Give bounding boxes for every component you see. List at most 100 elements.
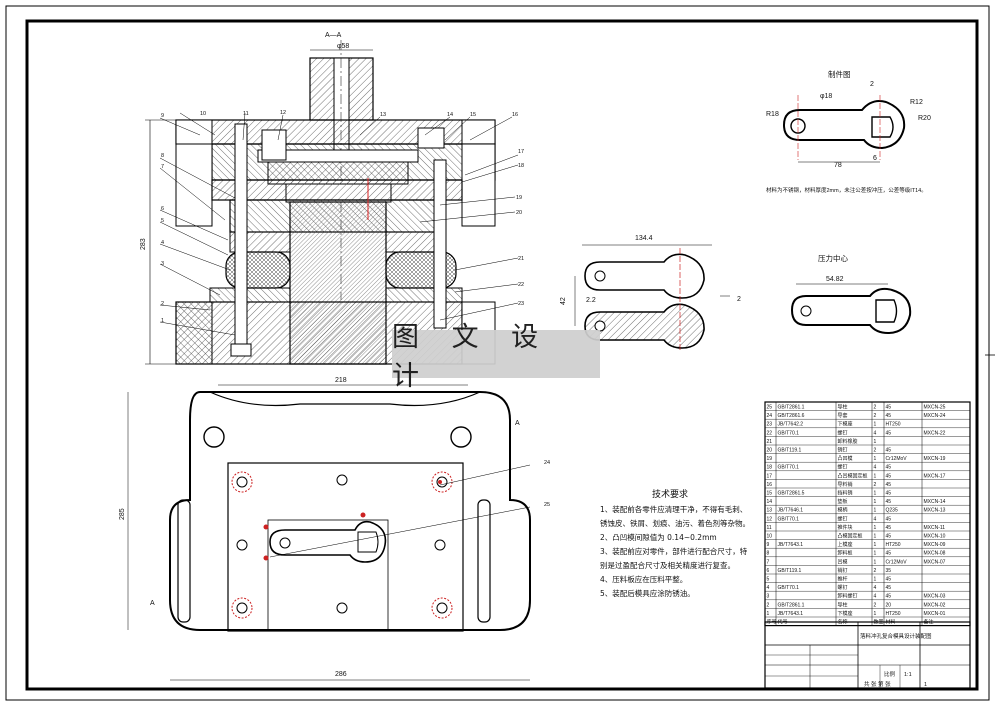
bom-cell: 23: [767, 422, 773, 428]
bom-cell: Cr12MoV: [886, 456, 908, 462]
bom-cell: 25: [767, 405, 773, 411]
bom-cell: 下模座: [838, 421, 853, 428]
bom-cell: 垫板: [838, 498, 848, 505]
part-num-23: 23: [518, 301, 524, 307]
bom-cell: 4: [874, 430, 877, 436]
part-num-8: 8: [161, 153, 164, 159]
strip-layout: 134.4 42 2.2 2: [560, 235, 741, 352]
bom-cell: 45: [886, 405, 892, 411]
bom-cell: 18: [767, 465, 773, 471]
dim-plan-height: 285: [119, 508, 126, 520]
dim-r18: R18: [766, 111, 779, 118]
bom-cell: GB/T70.1: [778, 585, 800, 591]
bom-cell: 45: [886, 551, 892, 557]
part-num-10: 10: [200, 111, 206, 117]
bom-cell: MXCN-19: [924, 456, 946, 462]
bom-cell: MXCN-11: [924, 525, 946, 531]
bom-cell: 导柱: [838, 404, 848, 411]
bom-cell: 20: [767, 448, 773, 454]
bom-cell: MXCN-25: [924, 405, 946, 411]
dim-strip-width: 134.4: [635, 235, 653, 242]
bom-cell: 22: [767, 430, 773, 436]
part-detail-title: 制件图: [828, 69, 851, 79]
bom-cell: GB/T119.1: [778, 568, 802, 574]
bom-cell: 销钉: [838, 567, 848, 574]
bom-cell: 2: [874, 568, 877, 574]
part-num-24: 24: [544, 460, 550, 466]
bom-cell: 卸料螺钉: [838, 593, 858, 600]
bom-cell: HT250: [886, 542, 901, 548]
bom-cell: MXCN-17: [924, 473, 946, 479]
part-num-14: 14: [447, 112, 453, 118]
bom-cell: MXCN-07: [924, 559, 946, 565]
bom-cell: GB/T2861.6: [778, 413, 805, 419]
bom-cell: 2: [874, 413, 877, 419]
dim-strip-overlap: 2.2: [586, 297, 596, 304]
part-num-3: 3: [161, 261, 164, 267]
bom-cell: 20: [886, 602, 892, 608]
bom-cell: 12: [767, 516, 773, 522]
bom-cell: 45: [886, 525, 892, 531]
bom-cell: 凹模: [838, 558, 848, 565]
part-num-6: 6: [161, 206, 164, 212]
bom-cell: 1: [874, 525, 877, 531]
part-num-21: 21: [518, 256, 524, 262]
bom-cell: 1: [874, 473, 877, 479]
part-num-15: 15: [470, 112, 476, 118]
section-arrow-bottom: A: [150, 600, 155, 607]
bom-cell: 7: [767, 559, 770, 565]
sheet-label: 共 张 第 张: [864, 680, 891, 688]
bom-cell: JB/T7642.2: [778, 422, 804, 428]
requirement-5: 5、装配后模具应涂防锈油。: [600, 588, 695, 598]
bom-cell: GB/T70.1: [778, 430, 800, 436]
dim-r20: R20: [918, 115, 931, 122]
inner-frame: [25, 19, 979, 691]
bom-cell: 上模座: [838, 541, 853, 548]
bom-cell: 模柄: [838, 507, 848, 514]
part-num-19: 19: [516, 195, 522, 201]
section-label: A—A: [325, 32, 342, 39]
bom-cell: 销钉: [838, 447, 848, 454]
dim-top-width: 218: [335, 377, 347, 384]
part-num-20: 20: [516, 210, 522, 216]
bom-cell: 4: [874, 585, 877, 591]
part-num-16: 16: [512, 112, 518, 118]
bom-cell: 推杆: [838, 576, 848, 583]
bom-cell: 3: [767, 594, 770, 600]
bom-cell: MXCN-14: [924, 499, 946, 505]
part-num-9: 9: [161, 113, 164, 119]
bom-cell: MXCN-02: [924, 602, 946, 608]
dim-78: 78: [834, 162, 842, 169]
bom-cell: 凸模固定板: [838, 533, 863, 540]
bom-cell: 45: [886, 473, 892, 479]
bom-cell: 导料销: [838, 481, 853, 488]
dim-height: 283: [140, 238, 147, 250]
dim-outer-width: 286: [335, 671, 347, 678]
bom-cell: GB/T2861.1: [778, 602, 805, 608]
bom-cell: 4: [767, 585, 770, 591]
bom-cell: MXCN-03: [924, 594, 946, 600]
bom-cell: 45: [886, 413, 892, 419]
requirement-3b: 别是过盈配合尺寸及相关精度进行复查。: [600, 560, 735, 570]
bom-cell: 1: [874, 499, 877, 505]
bom-cell: 4: [874, 516, 877, 522]
bom-cell: Q235: [886, 508, 898, 514]
part-num-5: 5: [161, 218, 164, 224]
bom-cell: GB/T2861.1: [778, 405, 805, 411]
bom-cell: 螺钉: [838, 584, 848, 591]
bom-cell: 45: [886, 577, 892, 583]
bom-cell: 1: [874, 559, 877, 565]
bom-cell: 凸凹模: [838, 455, 853, 462]
bom-cell: 45: [886, 516, 892, 522]
bom-cell: 2: [874, 405, 877, 411]
pressure-center-title: 压力中心: [818, 253, 848, 263]
bom-cell: 13: [767, 508, 773, 514]
bom-cell: 螺钉: [838, 429, 848, 436]
section-arrow-top: A: [515, 420, 520, 427]
bom-cell: MXCN-08: [924, 551, 946, 557]
bom-cell: 1: [767, 611, 770, 617]
bom-cell: GB/T70.1: [778, 516, 800, 522]
watermark-stamp: 图 文 设 计: [392, 322, 600, 392]
bom-cell: 14: [767, 499, 773, 505]
